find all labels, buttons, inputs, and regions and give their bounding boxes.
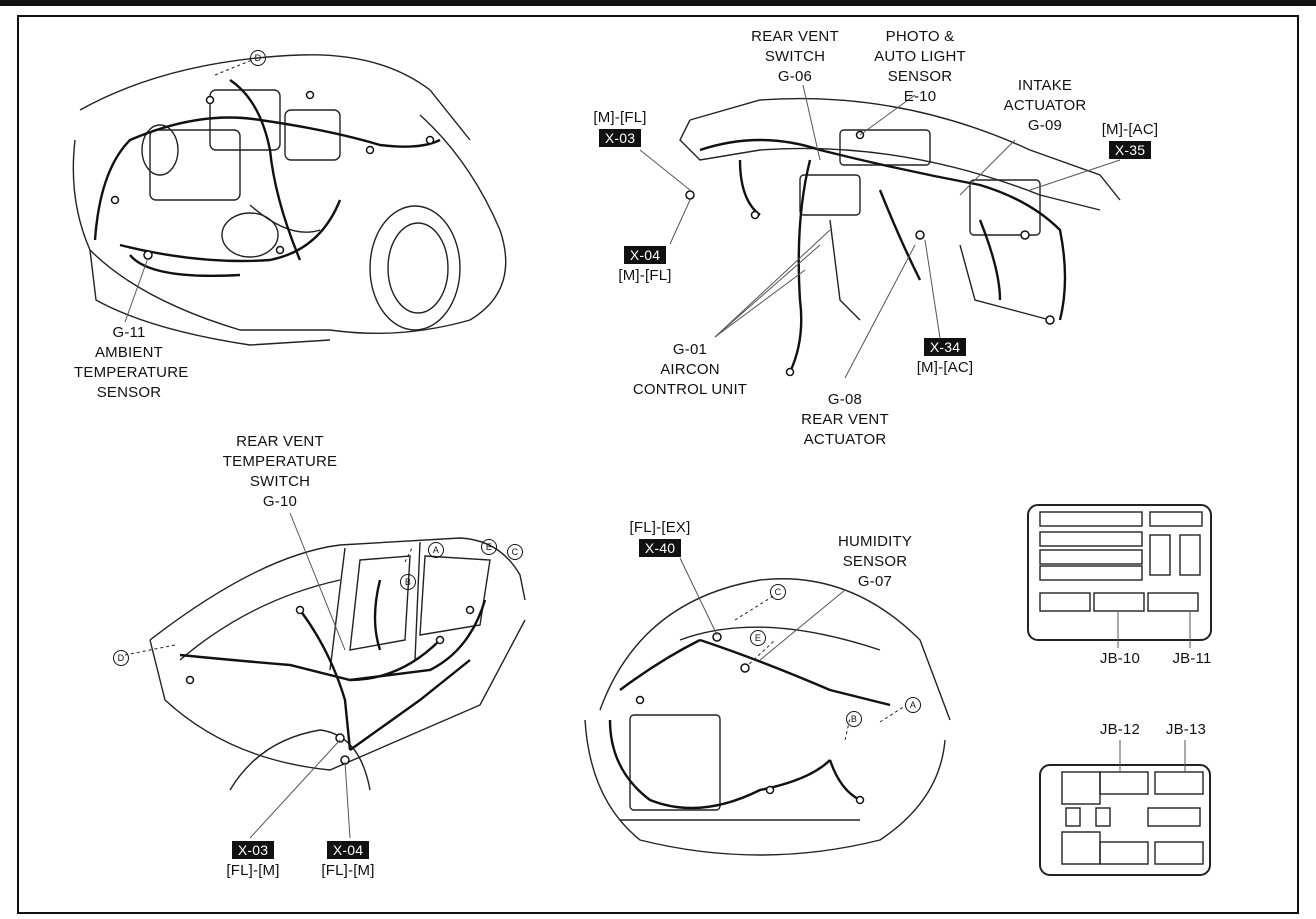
connector-tag: X-34 (923, 338, 967, 356)
connector-tag: X-03 (598, 129, 642, 147)
label-g10-rear-vent-temperature-switch: REAR VENT TEMPERATURE SWITCH G-10 (200, 432, 360, 512)
label-e10-photo-auto-light-sensor: PHOTO & AUTO LIGHT SENSOR E-10 (865, 27, 975, 107)
label-line: AUTO LIGHT (874, 48, 966, 65)
label-line: [M]-[AC] (1101, 121, 1159, 138)
label-line: HUMIDITY (837, 533, 913, 550)
label-line: JB-13 (1165, 721, 1207, 738)
label-line: INTAKE (1017, 77, 1073, 94)
connector-tag: X-40 (638, 539, 682, 557)
label-line: G-01 (672, 341, 708, 358)
label-line: JB-12 (1099, 721, 1141, 738)
label-line: [FL]-[EX] (629, 519, 691, 536)
label-g08-rear-vent-actuator: G-08 REAR VENT ACTUATOR (790, 390, 900, 450)
connector-tag: X-35 (1108, 141, 1152, 159)
label-line: REAR VENT (751, 28, 839, 45)
label-line: [M]-[FL] (618, 267, 672, 284)
connector-tag: X-03 (231, 841, 275, 859)
label-x03-top: [M]-[FL] X-03 (580, 108, 660, 149)
label-x34: X-34 [M]-[AC] (905, 337, 985, 378)
label-g07-humidity-sensor: HUMIDITY SENSOR G-07 (820, 532, 930, 592)
callout-c-side: C (507, 544, 523, 560)
label-line: SENSOR (887, 68, 953, 85)
vehicle-side-illustration (124, 512, 526, 839)
label-jb13: JB-13 (1156, 720, 1216, 740)
label-line: TEMPERATURE (222, 453, 338, 470)
label-line: G-09 (1027, 117, 1063, 134)
label-line: [FL]-[M] (321, 862, 375, 879)
label-line: SENSOR (842, 553, 908, 570)
label-line: G-11 (112, 324, 146, 341)
callout-b-side: B (400, 574, 416, 590)
callout-e-trunk: E (750, 630, 766, 646)
label-line: ACTUATOR (803, 431, 887, 448)
diagram-border (17, 15, 1299, 914)
label-jb11: JB-11 (1162, 649, 1222, 669)
label-line: JB-11 (1172, 650, 1212, 667)
label-line: G-10 (262, 493, 298, 510)
callout-b-trunk: B (846, 711, 862, 727)
label-line: REAR VENT (236, 433, 324, 450)
label-g01-aircon-control-unit: G-01 AIRCON CONTROL UNIT (620, 340, 760, 400)
label-g06-rear-vent-switch: REAR VENT SWITCH G-06 (740, 27, 850, 87)
label-x03-bottom: X-03 [FL]-[M] (218, 840, 288, 881)
label-line: SWITCH (249, 473, 311, 490)
label-line: E-10 (903, 88, 937, 105)
label-line: TEMPERATURE (74, 364, 189, 381)
label-x35: [M]-[AC] X-35 (1090, 120, 1170, 161)
label-line: [M]-[FL] (593, 109, 647, 126)
label-line: PHOTO & (885, 28, 955, 45)
rear-trunk-illustration (584, 557, 951, 856)
label-line: G-07 (857, 573, 893, 590)
label-line: ACTUATOR (1003, 97, 1087, 114)
label-line: [FL]-[M] (226, 862, 280, 879)
callout-a-trunk: A (905, 697, 921, 713)
label-line: SENSOR (96, 384, 162, 401)
junction-box-lower (1039, 740, 1211, 876)
label-line: SWITCH (764, 48, 826, 65)
label-g11-ambient-temperature-sensor: G-11 AMBIENT TEMPERATURE SENSOR (74, 323, 189, 403)
junction-box-upper (1027, 504, 1212, 648)
callout-d-top: D (250, 50, 266, 66)
label-x04-bottom: X-04 [FL]-[M] (313, 840, 383, 881)
callout-e-side: E (481, 539, 497, 555)
label-line: REAR VENT (801, 411, 889, 428)
label-line: G-06 (777, 68, 813, 85)
top-rule (0, 0, 1316, 6)
label-jb10: JB-10 (1090, 649, 1150, 669)
callout-a-side: A (428, 542, 444, 558)
engine-bay-illustration (72, 54, 507, 346)
label-line: CONTROL UNIT (632, 381, 748, 398)
connector-tag: X-04 (623, 246, 667, 264)
label-line: G-08 (827, 391, 863, 408)
callout-c-trunk: C (770, 584, 786, 600)
label-g09-intake-actuator: INTAKE ACTUATOR G-09 (990, 76, 1100, 136)
label-jb12: JB-12 (1090, 720, 1150, 740)
callout-d-left: D (113, 650, 129, 666)
label-line: AIRCON (660, 361, 720, 378)
label-x40: [FL]-[EX] X-40 (620, 518, 700, 559)
label-line: AMBIENT (94, 344, 164, 361)
label-line: JB-10 (1099, 650, 1141, 667)
label-line: [M]-[AC] (916, 359, 974, 376)
label-x04-top: X-04 [M]-[FL] (605, 245, 685, 286)
instrument-panel-illustration (639, 84, 1121, 379)
connector-tag: X-04 (326, 841, 370, 859)
